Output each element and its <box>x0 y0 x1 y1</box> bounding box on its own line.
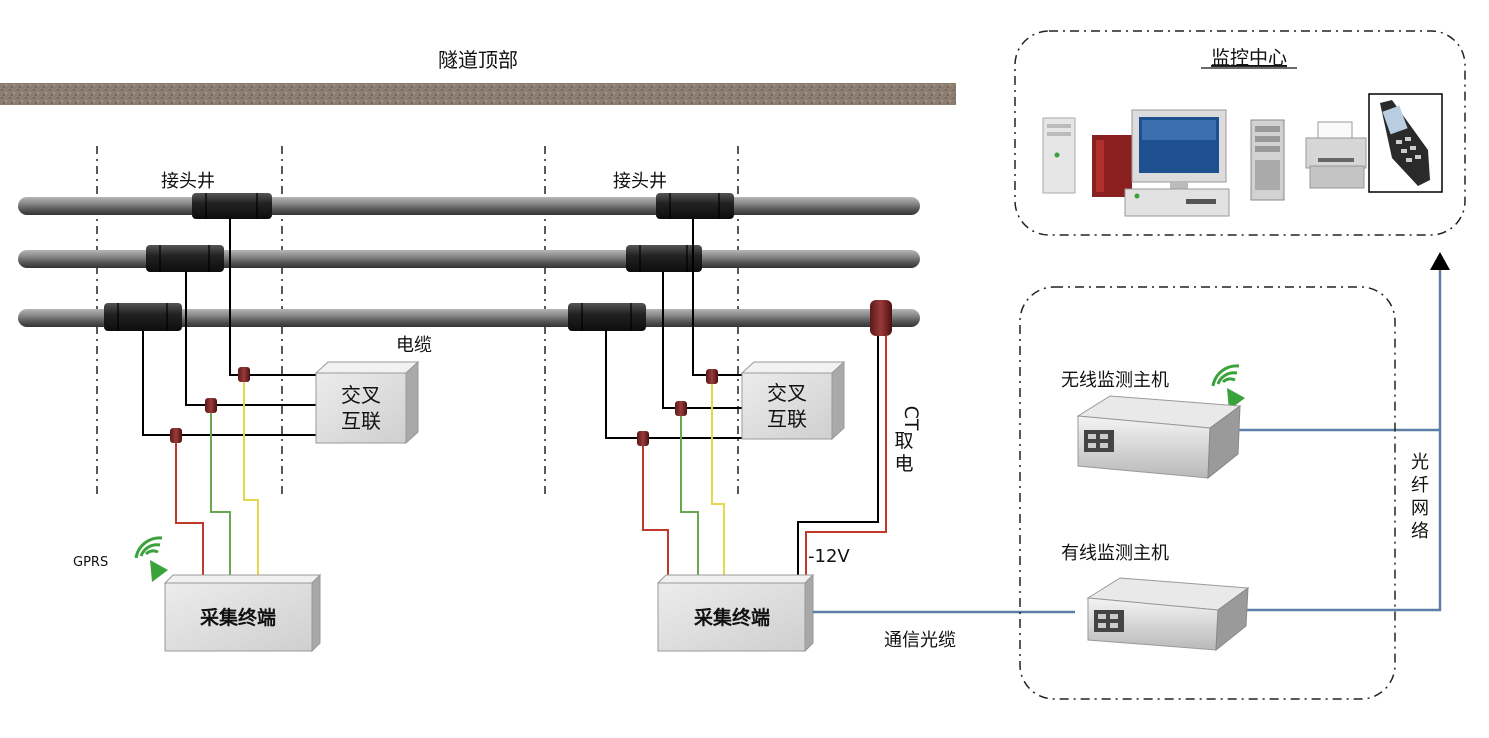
pc-case-icon <box>1250 119 1285 201</box>
fiber-lines <box>813 268 1442 614</box>
gprs-label: GPRS <box>73 555 108 570</box>
joint <box>656 193 734 219</box>
ct-power-wires <box>797 336 887 575</box>
desktop-computer-icon <box>1092 109 1230 217</box>
svg-text:网: 网 <box>1411 498 1429 519</box>
industrial-host-icon <box>1086 577 1250 652</box>
cable-pipe-3 <box>18 309 920 327</box>
joint <box>104 303 182 331</box>
wireless-host-label: 无线监测主机 <box>1061 370 1169 391</box>
cable-label: 电缆 <box>396 335 432 356</box>
fiber-network-label: 光 纤 网 络 <box>1411 452 1429 542</box>
joint-well-left-label: 接头井 <box>161 171 215 192</box>
minus-12v-label: -12V <box>808 546 850 567</box>
cross-bond-box-right: 交叉 互联 <box>740 360 846 441</box>
svg-text:互联: 互联 <box>767 407 807 431</box>
monitor-center-label: 监控中心 <box>1211 47 1287 69</box>
mobile-phone-icon <box>1368 93 1443 193</box>
svg-text:光: 光 <box>1411 452 1429 473</box>
server-tower-icon <box>1042 117 1076 194</box>
svg-text:互联: 互联 <box>341 409 381 433</box>
printer-icon <box>1305 121 1367 189</box>
wireless-signal-icon <box>1211 364 1245 410</box>
svg-text:纤: 纤 <box>1411 475 1429 496</box>
wireless-signal-icon <box>134 536 168 582</box>
tunnel-ceiling <box>0 83 956 105</box>
joint <box>146 245 224 272</box>
ct-sensors <box>170 367 718 446</box>
joint-rings <box>117 193 720 331</box>
collection-terminal-right: 采集终端 <box>656 573 815 653</box>
cross-bond-box-left: 交叉 互联 <box>314 360 420 445</box>
ct-power-label: CT 取 电 <box>894 406 922 475</box>
cable-pipe-1 <box>18 197 920 215</box>
uplink-arrow <box>1430 252 1450 270</box>
svg-text:交叉: 交叉 <box>767 381 807 405</box>
svg-text:络: 络 <box>1411 521 1429 542</box>
joint <box>626 245 702 272</box>
svg-text:电: 电 <box>894 453 913 475</box>
monitor-center-frame <box>1014 30 1466 236</box>
comm-fiber-label: 通信光缆 <box>884 630 956 651</box>
signal-wires-left <box>175 382 259 575</box>
svg-text:交叉: 交叉 <box>341 383 381 407</box>
tunnel-top-label: 隧道顶部 <box>438 48 518 72</box>
svg-text:取: 取 <box>894 430 913 452</box>
joint <box>568 303 646 331</box>
signal-wires-right <box>642 384 725 575</box>
ct-power-sensor <box>870 300 892 336</box>
collection-terminal-left: 采集终端 <box>163 573 322 653</box>
cable-joints <box>104 193 734 331</box>
ground-wires <box>142 219 742 439</box>
industrial-host-icon <box>1076 395 1242 480</box>
joint-well-right-label: 接头井 <box>613 171 667 192</box>
svg-text:采集终端: 采集终端 <box>694 606 770 629</box>
joint <box>192 193 272 219</box>
svg-text:CT: CT <box>900 406 922 431</box>
svg-text:采集终端: 采集终端 <box>200 606 276 629</box>
wired-host-label: 有线监测主机 <box>1061 543 1169 564</box>
host-frame <box>1019 286 1396 700</box>
